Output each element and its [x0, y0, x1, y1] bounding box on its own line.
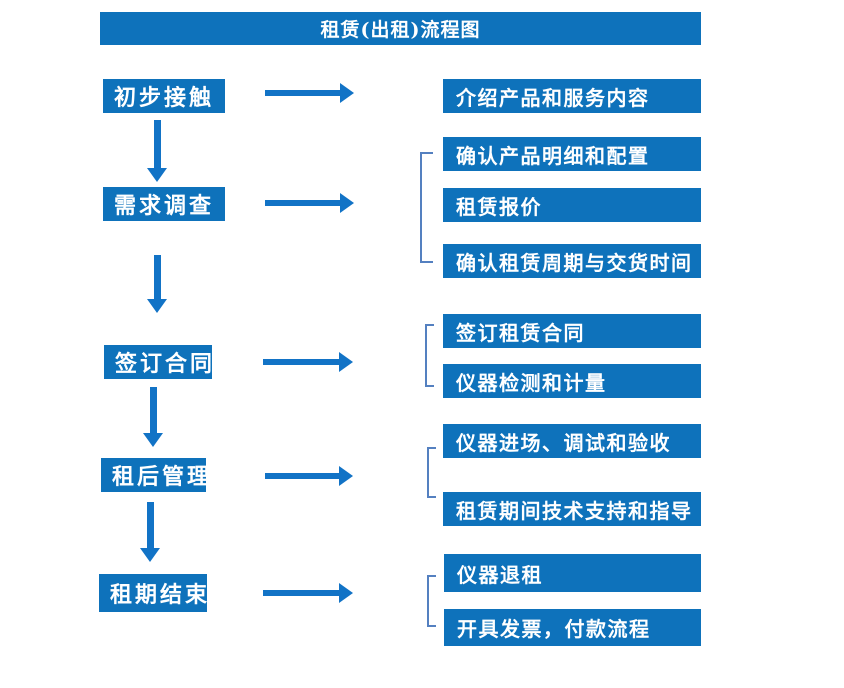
process-step-box: 确认租赁周期与交货时间 [443, 244, 701, 278]
process-step-box: 确认产品明细和配置 [443, 137, 701, 171]
right-arrow-head [340, 193, 354, 213]
right-arrow-head [339, 583, 353, 603]
down-arrow-head [140, 548, 160, 562]
right-arrow-shaft [265, 473, 339, 479]
down-arrow-head [147, 168, 167, 182]
group-bracket [425, 324, 434, 387]
right-arrow-shaft [265, 90, 340, 96]
right-arrow-head [339, 352, 353, 372]
process-step-box: 仪器进场、调试和验收 [443, 424, 701, 458]
right-arrow-icon [265, 193, 354, 213]
down-arrow-icon [143, 387, 163, 447]
group-bracket [427, 575, 436, 627]
process-step-box: 仪器退租 [444, 554, 701, 592]
group-bracket [420, 152, 433, 263]
process-step-box: 介绍产品和服务内容 [443, 79, 701, 113]
down-arrow-icon [140, 502, 160, 562]
process-step-box: 租赁报价 [443, 188, 701, 222]
down-arrow-shaft [146, 502, 154, 548]
stage-box-sign-contract: 签订合同 [104, 345, 212, 379]
right-arrow-shaft [265, 200, 340, 206]
right-arrow-icon [265, 83, 354, 103]
process-step-box: 签订租赁合同 [443, 314, 701, 348]
stage-box-initial-contact: 初步接触 [103, 79, 225, 113]
flowchart-title: 租赁(出租)流程图 [100, 12, 701, 45]
stage-box-post-rental-management: 租后管理 [101, 458, 209, 492]
right-arrow-icon [265, 466, 353, 486]
process-step-box: 仪器检测和计量 [443, 364, 701, 398]
down-arrow-head [143, 433, 163, 447]
down-arrow-icon [147, 120, 167, 182]
process-step-box: 租赁期间技术支持和指导 [443, 492, 701, 526]
stage-box-rental-end: 租期结束 [99, 574, 207, 612]
down-arrow-icon [147, 255, 167, 313]
stage-box-demand-survey: 需求调查 [103, 187, 225, 221]
down-arrow-shaft [153, 255, 161, 299]
right-arrow-icon [263, 352, 353, 372]
right-arrow-head [339, 466, 353, 486]
right-arrow-head [340, 83, 354, 103]
down-arrow-head [147, 299, 167, 313]
process-step-box: 开具发票，付款流程 [444, 609, 701, 646]
down-arrow-shaft [149, 387, 157, 433]
right-arrow-shaft [263, 590, 339, 596]
right-arrow-shaft [263, 359, 339, 365]
right-arrow-icon [263, 583, 353, 603]
group-bracket [427, 447, 436, 498]
down-arrow-shaft [153, 120, 161, 168]
